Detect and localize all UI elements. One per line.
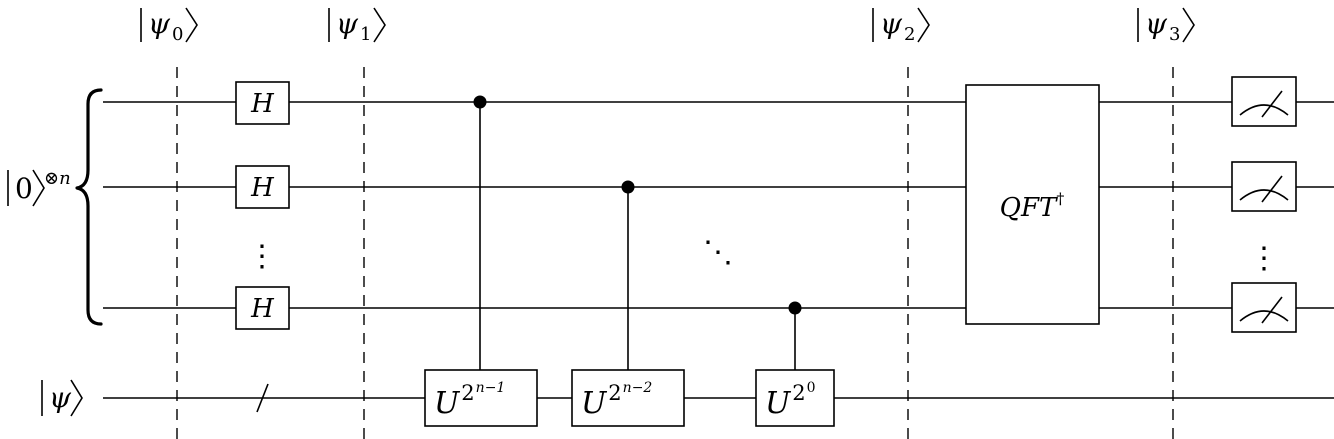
target-ket-value: ψ: [49, 381, 72, 414]
wires: [103, 101, 1334, 399]
inverse-qft-block: QFT†: [965, 84, 1100, 325]
controlled-u-gate-1: U2n−1: [424, 95, 538, 427]
inverse-qft-label: QFT†: [1000, 189, 1065, 223]
u-gate-1-label: U2n−1: [434, 380, 505, 421]
hadamard-gate-2: H: [235, 165, 290, 209]
measurement-meter-n: [1231, 282, 1297, 333]
meter-arc-icon: [1239, 189, 1289, 201]
state-label-psi3-symbol: ψ: [1145, 7, 1168, 40]
controlled-u-gate-3: U20: [755, 301, 835, 427]
controlled-gates-ellipsis: ⋱: [703, 235, 733, 270]
target-input-label: ψ: [41, 379, 83, 417]
measurement-vertical-ellipsis: ⋮: [1249, 241, 1279, 276]
state-label-psi3: ψ 3: [1137, 7, 1195, 45]
hadamard-gate-n-label: H: [250, 294, 275, 324]
meter-arc-icon: [1239, 310, 1289, 322]
state-label-psi1: ψ 1: [328, 7, 386, 45]
meter-needle-icon: [1261, 175, 1283, 203]
state-label-psi2: ψ 2: [872, 7, 930, 45]
register-input-label: 0 ⊗n: [7, 168, 71, 207]
state-label-psi1-symbol: ψ: [336, 7, 359, 40]
meter-needle-icon: [1261, 296, 1283, 324]
measurement-meter-1: [1231, 76, 1297, 127]
register-slash: [256, 383, 269, 413]
hadamard-gate-1: H: [235, 81, 290, 125]
state-label-psi0: ψ 0: [140, 7, 198, 45]
u-gate-3-label: U20: [765, 380, 816, 421]
state-label-psi1-sub: 1: [360, 24, 371, 45]
hadamard-gate-1-label: H: [250, 89, 275, 119]
hadamard-vertical-ellipsis: ⋮: [247, 239, 277, 274]
meter-needle-icon: [1261, 90, 1283, 118]
control-dot-3: [788, 301, 802, 315]
state-label-psi3-sub: 3: [1169, 24, 1180, 45]
meter-arc-icon: [1239, 104, 1289, 116]
register-tensor-power: ⊗n: [44, 168, 71, 189]
state-label-psi2-symbol: ψ: [880, 7, 903, 40]
barriers: [176, 67, 1174, 439]
state-label-psi0-symbol: ψ: [148, 7, 171, 40]
controlled-u-gate-2: U2n−2: [571, 180, 685, 427]
control-dot-2: [621, 180, 635, 194]
hadamard-gate-2-label: H: [250, 173, 275, 203]
hadamard-gate-n: H: [235, 286, 290, 330]
register-ket-value: 0: [15, 172, 33, 205]
control-dot-1: [473, 95, 487, 109]
register-brace: [75, 88, 103, 326]
state-label-psi2-sub: 2: [904, 24, 915, 45]
u-gate-2-label: U2n−2: [581, 380, 652, 421]
measurement-meter-2: [1231, 161, 1297, 212]
state-label-psi0-sub: 0: [172, 24, 183, 45]
